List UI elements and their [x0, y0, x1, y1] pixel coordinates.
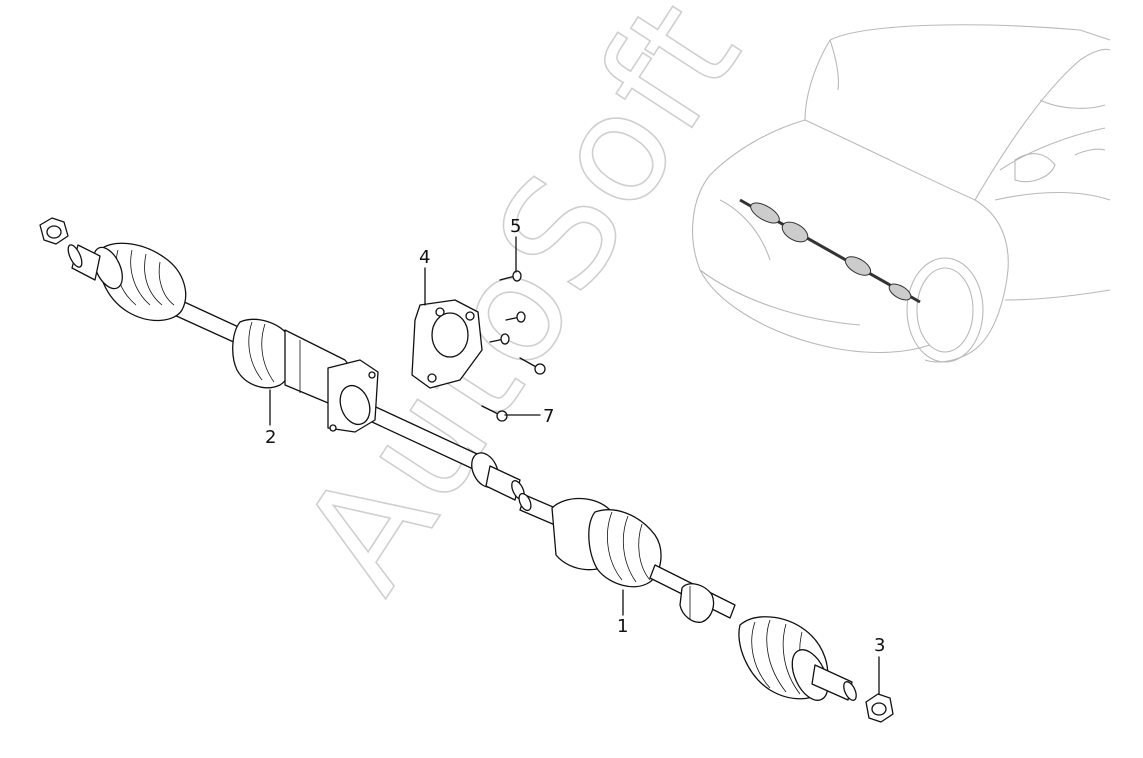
- bracket-bolts: [481, 270, 546, 422]
- hub-nut-right: [865, 693, 894, 723]
- autosoft-watermark: AutoSoft: [269, 0, 775, 620]
- leader-lines: [269, 236, 880, 695]
- callout-5: 5: [510, 216, 521, 237]
- callout-4: 4: [419, 247, 430, 268]
- callout-3: 3: [874, 635, 885, 656]
- callout-1: 1: [617, 616, 628, 637]
- callout-2: 2: [265, 427, 276, 448]
- drive-shaft-outer-assembly: [518, 492, 857, 701]
- callout-7: 7: [543, 406, 554, 427]
- hub-nut-left: [39, 217, 69, 245]
- bolt-7: [481, 405, 508, 422]
- bolt-5c: [489, 333, 510, 345]
- bearing-support-bracket: [411, 299, 483, 389]
- bolt-5b: [505, 311, 526, 323]
- vehicle-locator-illustration: [692, 24, 1111, 363]
- bolt-5a: [499, 270, 522, 282]
- bolt-6: [519, 357, 546, 375]
